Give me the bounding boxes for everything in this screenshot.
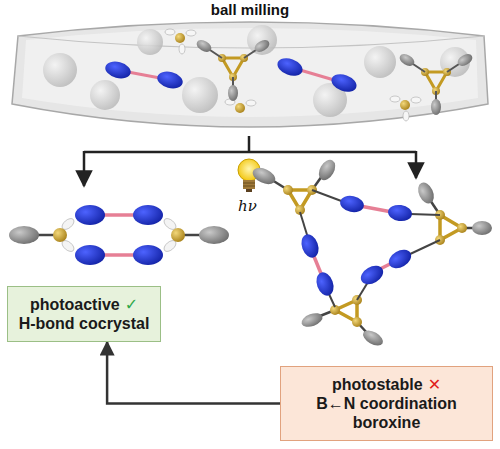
result-box: photostable ✕B←N coordination boroxine (280, 366, 493, 441)
box-body: H-bond cocrystal (18, 314, 150, 333)
box-heading: photoactive (30, 296, 120, 313)
light-label: hν (238, 197, 257, 215)
heading-line: photostable ✕ (291, 375, 482, 394)
diagram-title: ball milling (0, 1, 500, 18)
box-body: B←N coordination boroxine (291, 394, 482, 432)
status-mark: ✓ (125, 295, 138, 314)
flow-arrow (107, 342, 280, 404)
result-box: photoactive ✓H-bond cocrystal (7, 286, 161, 342)
status-mark: ✕ (428, 375, 441, 394)
box-heading: photostable (332, 376, 423, 393)
heading-line: photoactive ✓ (18, 295, 150, 314)
